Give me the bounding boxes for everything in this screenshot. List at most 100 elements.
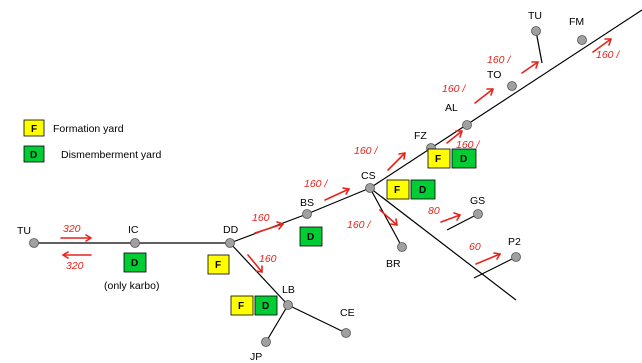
legend-dismemberment-label: Dismemberment yard — [61, 149, 162, 161]
track-cs-fm — [369, 9, 642, 189]
speed-fz-al: 160 / — [456, 139, 480, 151]
speed-labels: 320 320 160 160 160 / 160 / 160 / 160 / … — [63, 49, 620, 272]
station-fm: FM — [569, 16, 584, 28]
track-lb-ce — [287, 304, 347, 334]
node-tu-left — [29, 238, 39, 248]
arrow-fm-end — [592, 38, 612, 53]
track-bs-cs — [306, 187, 371, 215]
node-lb — [283, 300, 293, 310]
track-p2 — [473, 256, 517, 279]
yard-dd-f: F — [207, 254, 230, 275]
station-tu-left: TU — [17, 225, 31, 237]
station-ic: IC — [128, 224, 139, 236]
yard-fz-f: F — [427, 148, 451, 169]
speed-cs-fz: 160 / — [354, 145, 378, 157]
svg-text:F: F — [394, 185, 400, 196]
station-to: TO — [487, 69, 501, 81]
station-dd: DD — [223, 224, 239, 236]
arrow-al-to — [474, 88, 494, 104]
track-tu-top — [535, 30, 543, 64]
legend-dismemberment-swatch — [23, 145, 45, 163]
station-gs: GS — [470, 195, 485, 207]
speed-dd-bs: 160 — [252, 212, 270, 224]
yard-lb-f: F — [230, 295, 254, 316]
yard-bs-d: D — [299, 226, 323, 247]
speed-p2: 60 — [469, 241, 481, 253]
node-al — [462, 120, 472, 130]
arrow-fz-al — [446, 130, 463, 144]
arrow-dd-bs — [254, 221, 284, 234]
node-to — [507, 81, 517, 91]
speed-tu-ic-bottom: 320 — [66, 260, 84, 272]
arrow-gs — [440, 212, 461, 223]
yard-lb-d: D — [254, 295, 278, 316]
node-p2 — [511, 252, 521, 262]
arrow-p2 — [475, 252, 501, 265]
station-bs: BS — [300, 197, 314, 209]
speed-cs-br: 160 / — [347, 219, 371, 231]
station-ce: CE — [340, 307, 355, 319]
node-ce — [341, 328, 351, 338]
node-gs — [473, 209, 483, 219]
track-lines — [34, 9, 642, 343]
svg-text:F: F — [435, 154, 441, 165]
svg-text:F: F — [215, 260, 221, 271]
node-br — [397, 242, 407, 252]
yard-ic-d: D — [123, 252, 147, 273]
yard-boxes: D F D F D F D F — [123, 148, 477, 316]
station-lb: LB — [282, 284, 295, 296]
legend: F Formation yard D Dismemberment yard — [23, 119, 162, 163]
station-p2: P2 — [508, 236, 521, 248]
station-tu-top: TU — [528, 10, 542, 22]
node-bs — [302, 209, 312, 219]
yard-cs-d: D — [410, 179, 436, 200]
node-fm — [577, 35, 587, 45]
speed-tu-ic-top: 320 — [63, 223, 81, 235]
station-al: AL — [445, 102, 458, 114]
svg-text:F: F — [238, 301, 244, 312]
speed-to-tu: 160 / — [487, 54, 511, 66]
legend-dismemberment: D Dismemberment yard — [23, 145, 162, 163]
track-cs-branch — [369, 187, 517, 301]
station-jp: JP — [250, 351, 262, 363]
node-dd — [225, 238, 235, 248]
arrow-cs-br — [379, 209, 398, 226]
svg-text:D: D — [262, 301, 269, 312]
yard-cs-f: F — [386, 179, 410, 200]
svg-text:D: D — [460, 154, 467, 165]
node-tu-top — [531, 26, 541, 36]
speed-arrows — [60, 38, 612, 273]
station-fz: FZ — [414, 130, 427, 142]
speed-dd-lb: 160 — [259, 253, 277, 265]
svg-text:D: D — [131, 258, 138, 269]
yard-fz-d: D — [451, 148, 477, 169]
arrow-dd-lb — [247, 254, 263, 273]
node-jp — [261, 337, 271, 347]
legend-formation-letter: F — [31, 124, 37, 135]
arrow-cs-fz — [387, 152, 406, 171]
track-lb-jp — [265, 304, 289, 343]
station-nodes — [29, 26, 587, 347]
node-ic — [130, 238, 140, 248]
track-gs — [446, 213, 479, 231]
node-cs — [365, 183, 375, 193]
station-cs: CS — [361, 170, 376, 182]
station-br: BR — [386, 258, 401, 270]
track-dd-lb — [229, 242, 289, 306]
legend-formation-label: Formation yard — [53, 123, 124, 135]
legend-dismemberment-letter: D — [30, 150, 37, 161]
speed-al-to: 160 / — [442, 83, 466, 95]
svg-text:D: D — [419, 185, 426, 196]
speed-fm-end: 160 / — [596, 49, 620, 61]
ic-note: (only karbo) — [104, 280, 159, 292]
legend-formation: F Formation yard — [23, 119, 124, 137]
speed-gs: 80 — [428, 205, 440, 217]
svg-text:D: D — [307, 232, 314, 243]
arrow-to-tu — [521, 61, 539, 74]
legend-formation-swatch — [23, 119, 45, 137]
arrow-bs-cs — [324, 187, 350, 201]
arrow-tu-ic-left — [62, 251, 92, 259]
arrow-tu-ic-right — [60, 234, 92, 242]
speed-bs-cs: 160 / — [304, 178, 328, 190]
